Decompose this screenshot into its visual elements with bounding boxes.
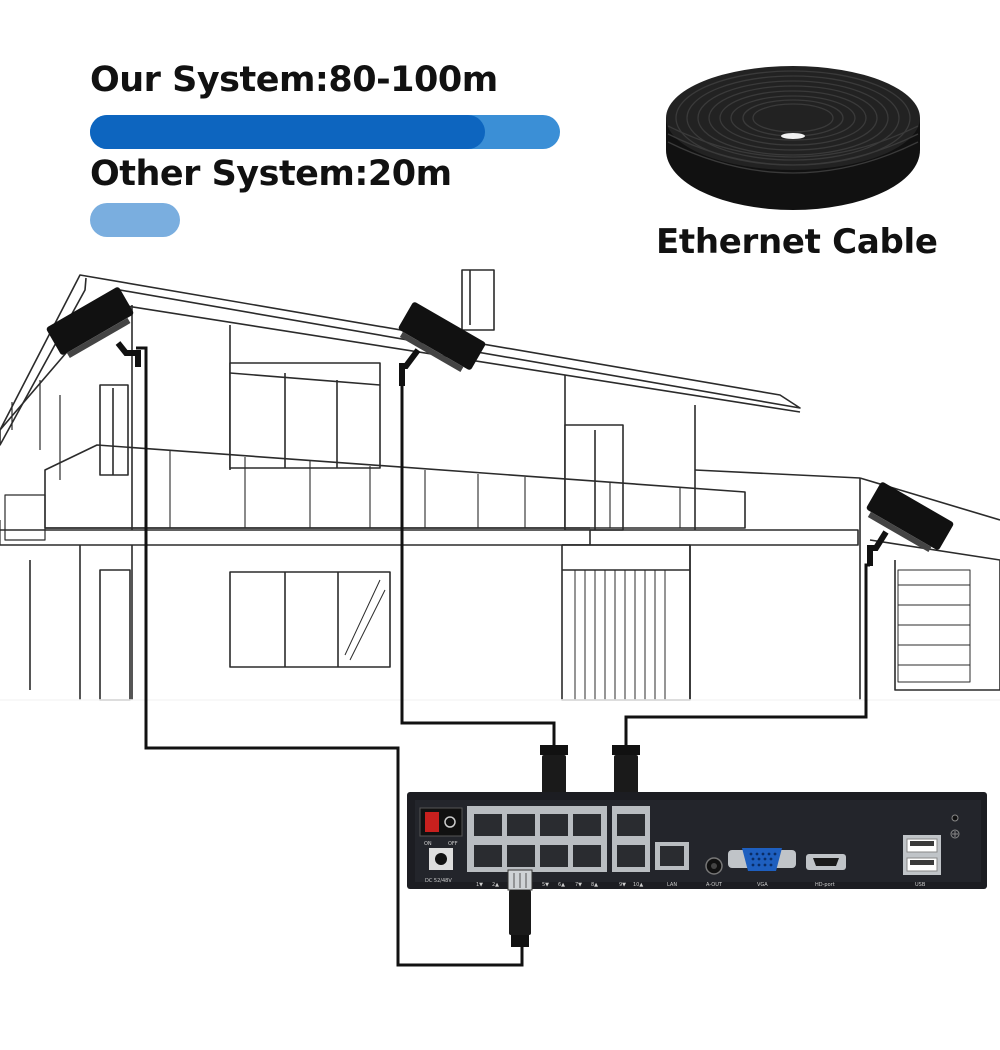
other-system-title: Other System:20m — [90, 154, 452, 194]
port-label: 2▲ — [492, 882, 499, 888]
audio-out-label: A-OUT — [706, 882, 723, 888]
other-system-range-bar — [90, 203, 180, 237]
cable-runs — [136, 346, 870, 967]
port-label: 7▼ — [575, 882, 582, 888]
port-label: 6▲ — [558, 882, 565, 888]
ethernet-cable-label: Ethernet Cable — [656, 222, 938, 262]
camera-icon — [866, 482, 954, 566]
lan-label: LAN — [667, 882, 677, 888]
house-drawing — [0, 269, 1000, 701]
power-input-label: DC 52/48V — [425, 878, 452, 884]
hdmi-port-icon — [806, 854, 846, 870]
poe-ports — [474, 814, 601, 867]
rj45-plug-icon — [507, 869, 533, 947]
port-label: 8▲ — [591, 882, 598, 888]
port-label: 5▼ — [542, 882, 549, 888]
usb-port-icon — [903, 835, 941, 875]
switch-on-label: ON — [424, 841, 432, 847]
cable-coil-icon — [666, 66, 920, 210]
camera-icon — [398, 302, 486, 386]
port-label: 10▲ — [633, 882, 643, 888]
our-system-title: Our System:80-100m — [90, 60, 498, 100]
hdmi-label: HD-port — [815, 882, 835, 888]
port-label: 1▼ — [476, 882, 483, 888]
nvr-recorder: ON OFF DC 52/48V 1▼ 2▲ 3▼ 4▲ 5▼ 6▲ 7▼ 8▲… — [407, 792, 987, 889]
camera-icon — [46, 287, 141, 367]
port-label: 9▼ — [619, 882, 626, 888]
usb-label: USB — [915, 882, 926, 888]
vga-port-icon — [728, 848, 796, 871]
switch-off-label: OFF — [448, 841, 458, 847]
vga-label: VGA — [757, 882, 768, 888]
our-system-range-bar-fill — [90, 115, 485, 149]
